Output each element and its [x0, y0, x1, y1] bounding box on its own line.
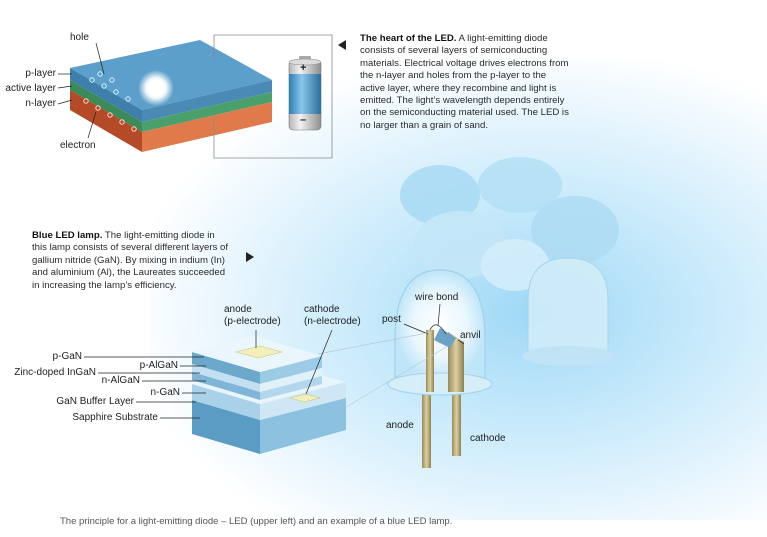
p-layer-front — [70, 68, 142, 122]
label-cathode-electrode: cathode (n-electrode) — [304, 304, 361, 327]
led-heart-title: The heart of the LED. — [360, 33, 457, 44]
cathode-leg — [452, 390, 461, 456]
anvil — [448, 332, 464, 392]
label-sapphire: Sapphire Substrate — [72, 412, 158, 423]
p-layer-top — [70, 40, 272, 110]
cathode-electrode — [289, 393, 321, 403]
n-layer-front — [70, 90, 142, 152]
label-gan-buffer: GaN Buffer Layer — [56, 396, 134, 407]
battery-minus-sign: – — [300, 114, 307, 126]
active-layer-front — [70, 80, 142, 132]
circuit-wire — [213, 34, 333, 159]
background-bulbs — [400, 157, 619, 366]
pointer-left-triangle — [338, 40, 346, 50]
led-heart-description: The heart of the LED. A light-emitting d… — [360, 33, 570, 132]
figure-caption: The principle for a light-emitting diode… — [60, 516, 453, 527]
label-active-layer: active layer — [5, 83, 56, 94]
active-layer-side — [142, 92, 272, 132]
label-hole: hole — [70, 32, 89, 43]
battery-plus-sign: + — [300, 62, 307, 74]
led-heart-body: A light-emitting diode consists of sever… — [360, 33, 569, 131]
label-zinc-ingan: Zinc-doped InGaN — [14, 367, 96, 378]
label-anode-electrode: anode (p-electrode) — [224, 304, 281, 327]
label-p-gan: p-GaN — [52, 351, 82, 362]
led-layer-block — [57, 40, 272, 152]
post — [426, 330, 434, 392]
label-anvil: anvil — [460, 330, 481, 341]
blue-lamp-title: Blue LED lamp. — [32, 230, 103, 241]
anode-electrode — [235, 345, 283, 359]
pointer-right-triangle — [246, 252, 254, 262]
label-p-layer: p-layer — [25, 68, 56, 79]
gan-chip — [84, 329, 346, 454]
led-lamp — [387, 269, 493, 468]
label-n-gan: n-GaN — [150, 387, 180, 398]
n-layer-side — [142, 102, 272, 152]
wire-bond — [429, 324, 447, 335]
label-wire-bond: wire bond — [415, 292, 459, 303]
battery — [288, 56, 322, 131]
label-post: post — [382, 314, 401, 325]
blue-lamp-body: The light-emitting diode in this lamp co… — [32, 230, 229, 291]
label-n-algan: n-AlGaN — [101, 375, 140, 386]
blue-lamp-description: Blue LED lamp. The light-emitting diode … — [32, 230, 232, 292]
label-p-algan: p-AlGaN — [139, 360, 178, 371]
label-electron: electron — [60, 140, 96, 151]
label-anode: anode — [386, 420, 414, 431]
label-cathode: cathode — [470, 433, 506, 444]
label-n-layer: n-layer — [25, 98, 56, 109]
p-layer-side — [142, 80, 272, 122]
anode-leg — [422, 390, 431, 468]
